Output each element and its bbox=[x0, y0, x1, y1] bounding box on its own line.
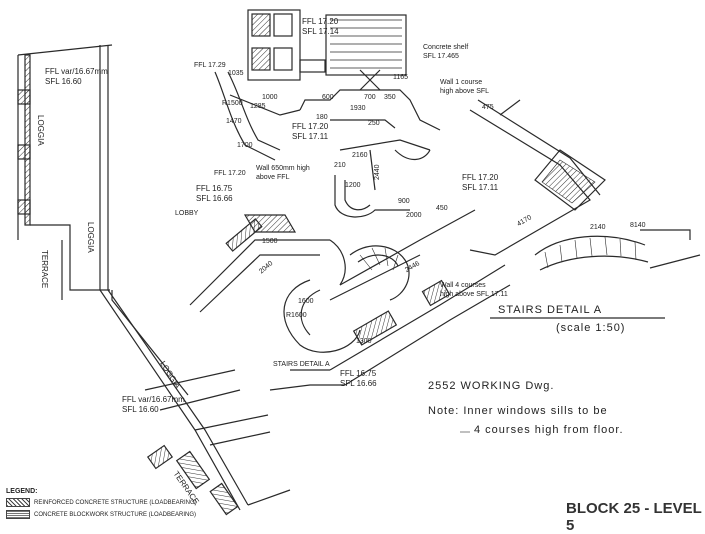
note-line-1: Note: Inner windows sills to be bbox=[428, 405, 608, 417]
dim-475: 475 bbox=[482, 104, 494, 111]
lobby-walls bbox=[189, 209, 476, 353]
dim-1035: 1035 bbox=[228, 70, 244, 77]
dim-8140: 8140 bbox=[630, 222, 646, 229]
curved-ramp bbox=[214, 71, 301, 161]
dim-250: 250 bbox=[368, 120, 380, 127]
level-top-ffl: FFL 17.20 bbox=[302, 17, 339, 26]
dim-1300: 1300 bbox=[356, 338, 372, 345]
level-bottom-ffl: FFL var/16.67mm bbox=[122, 395, 185, 404]
dim-900: 900 bbox=[398, 198, 410, 205]
level-ffl-1720-b: FFL 17.20 bbox=[214, 170, 246, 177]
concrete-shelf-sfl: SFL 17.465 bbox=[423, 53, 459, 60]
dim-210: 210 bbox=[334, 162, 346, 169]
left-outer-wall bbox=[17, 44, 113, 300]
wall-650-note-b: above FFL bbox=[256, 174, 290, 181]
dim-r1600: R1600 bbox=[286, 312, 307, 319]
central-walls bbox=[299, 89, 441, 218]
dim-350: 350 bbox=[384, 94, 396, 101]
lower-loggia-walls bbox=[144, 369, 291, 506]
level-ffl-1729: FFL 17.29 bbox=[194, 62, 226, 69]
spiral-stair bbox=[349, 245, 410, 301]
detail-scale: (scale 1:50) bbox=[556, 322, 626, 334]
level-top-sfl: SFL 17.14 bbox=[302, 27, 339, 36]
dim-2000: 2000 bbox=[406, 212, 422, 219]
dim-2140: 2140 bbox=[590, 224, 606, 231]
dim-1165: 1165 bbox=[393, 74, 409, 81]
legend-item-text: CONCRETE BLOCKWORK STRUCTURE (LOADBEARIN… bbox=[34, 511, 197, 518]
dim-1930: 1930 bbox=[350, 105, 366, 112]
dim-1500: 1500 bbox=[262, 238, 278, 245]
level-bottom-sfl: SFL 16.60 bbox=[122, 405, 159, 414]
dim-1600: 1600 bbox=[298, 298, 314, 305]
level-center-ffl: FFL 17.20 bbox=[292, 122, 329, 131]
wall-4-courses-note: Wall 4 courses bbox=[440, 282, 486, 289]
dim-1200: 1200 bbox=[345, 182, 361, 189]
dim-2440: 2440 bbox=[374, 164, 381, 180]
block-title: BLOCK 25 - LEVEL 5 bbox=[566, 500, 702, 534]
legend-hatch-swatch bbox=[6, 498, 30, 507]
detail-title: STAIRS DETAIL A bbox=[498, 304, 603, 316]
level-left-sfl: SFL 16.60 bbox=[45, 77, 82, 86]
dim-1285: 1285 bbox=[250, 103, 266, 110]
dim-180: 180 bbox=[316, 114, 328, 121]
legend-item-reinforced: REINFORCED CONCRETE STRUCTURE (LOADBEARI… bbox=[6, 498, 206, 507]
legend-dots-swatch bbox=[6, 510, 30, 519]
wall-4-courses-note-b: high above SFL 17.11 bbox=[440, 291, 508, 298]
loggia-lower-left-label: LOGGIA bbox=[86, 222, 95, 253]
stairs-detail-fan bbox=[534, 229, 701, 271]
level-mid-sfl: SFL 16.66 bbox=[196, 194, 233, 203]
stair-core bbox=[247, 9, 407, 91]
level-left-ffl: FFL var/16.67mm bbox=[45, 67, 108, 76]
note-line-2: 4 courses high from floor. bbox=[474, 424, 624, 436]
dim-450: 450 bbox=[436, 205, 448, 212]
level-lower-sfl: SFL 16.66 bbox=[340, 379, 377, 388]
terrace-left-label: TERRACE bbox=[40, 250, 49, 289]
legend: LEGEND: REINFORCED CONCRETE STRUCTURE (L… bbox=[6, 488, 206, 519]
dim-1470: 1470 bbox=[226, 118, 242, 125]
dim-1000: 1000 bbox=[262, 94, 278, 101]
dim-700: 700 bbox=[364, 94, 376, 101]
level-lower-ffl: FFL 16.75 bbox=[340, 369, 377, 378]
level-right-ffl: FFL 17.20 bbox=[462, 173, 499, 182]
wall-1-course-note: Wall 1 course bbox=[440, 79, 483, 86]
level-center-sfl: SFL 17.11 bbox=[292, 132, 329, 141]
working-dwg-label: 2552 WORKING Dwg. bbox=[428, 380, 555, 392]
legend-item-text: REINFORCED CONCRETE STRUCTURE (LOADBEARI… bbox=[34, 499, 197, 506]
lobby-label: LOBBY bbox=[175, 210, 199, 217]
concrete-shelf-label: Concrete shelf bbox=[423, 44, 469, 51]
dim-r1500: R1500 bbox=[222, 100, 243, 107]
level-mid-ffl: FFL 16.75 bbox=[196, 184, 233, 193]
level-right-sfl: SFL 17.11 bbox=[462, 183, 499, 192]
loggia-left-label: LOGGIA bbox=[36, 115, 45, 146]
stairs-detail-label: STAIRS DETAIL A bbox=[273, 361, 330, 368]
legend-heading: LEGEND: bbox=[6, 488, 38, 495]
wall-650-note: Wall 650mm high bbox=[256, 165, 310, 172]
dim-600: 600 bbox=[322, 94, 334, 101]
wall-1-course-note-b: high above SFL bbox=[440, 88, 490, 95]
lower-right-walls bbox=[269, 264, 511, 391]
dim-1700: 1700 bbox=[237, 142, 253, 149]
dim-2160: 2160 bbox=[352, 152, 368, 159]
legend-item-blockwork: CONCRETE BLOCKWORK STRUCTURE (LOADBEARIN… bbox=[6, 510, 206, 519]
right-room bbox=[469, 99, 606, 256]
